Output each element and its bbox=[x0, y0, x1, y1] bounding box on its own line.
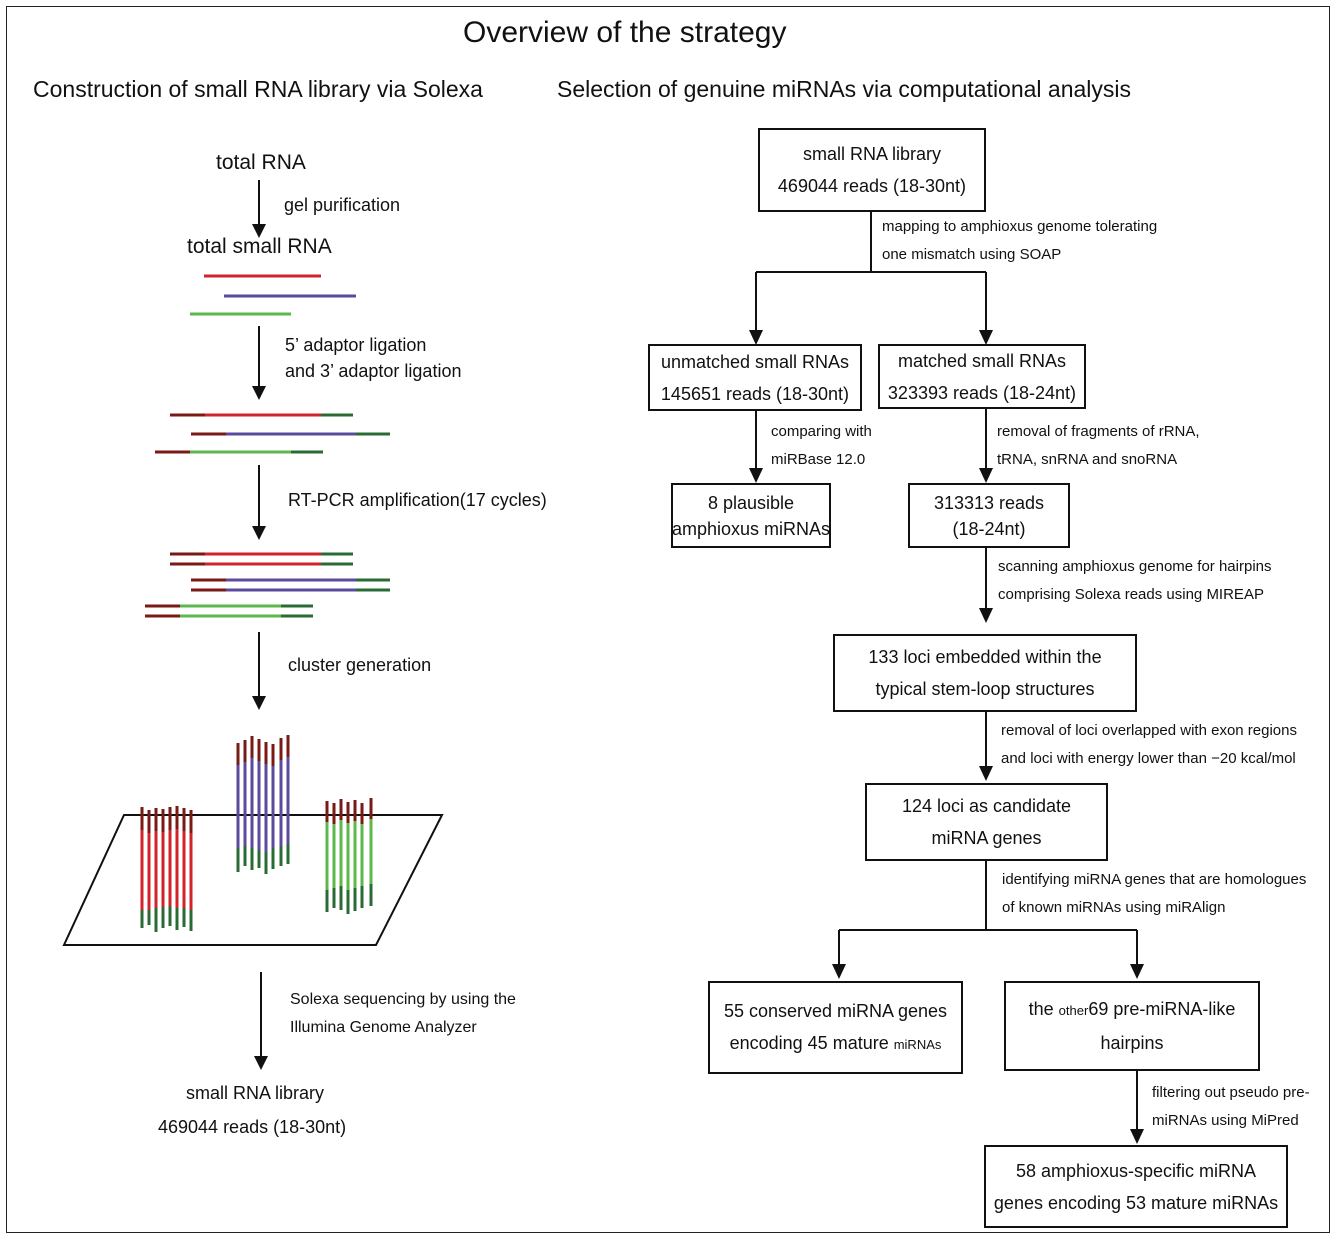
box-133-line1: 133 loci embedded within the bbox=[868, 647, 1102, 667]
box-unmatched-line1: unmatched small RNAs bbox=[660, 351, 850, 372]
total-rna-label: total RNA bbox=[216, 151, 306, 174]
figure-title: Overview of the strategy bbox=[463, 16, 787, 49]
blue-cluster bbox=[236, 735, 290, 874]
note-scanning: scanning amphioxus genome for hairpins c… bbox=[998, 553, 1272, 609]
box-plausible-line1: 8 plausible bbox=[707, 492, 795, 513]
note-mirbase-line2: miRBase 12.0 bbox=[771, 451, 866, 468]
box-matched-line2: 323393 reads (18-24nt) bbox=[887, 382, 1077, 403]
box-library-line1: small RNA library bbox=[802, 144, 942, 164]
note-removal-line1: removal of fragments of rRNA, bbox=[997, 423, 1200, 440]
box-313313-line2: (18-24nt) bbox=[952, 518, 1026, 539]
box-69-line1-a: the bbox=[1028, 999, 1059, 1019]
note-scanning-line1: scanning amphioxus genome for hairpins bbox=[998, 558, 1272, 575]
note-homologues-line2: of known miRNAs using miRAlign bbox=[1002, 899, 1226, 916]
amplified-strands bbox=[145, 552, 390, 618]
note-exon-removal: removal of loci overlapped with exon reg… bbox=[1001, 717, 1297, 773]
box-69-hairpins: the other69 pre-miRNA-like hairpins bbox=[1004, 981, 1260, 1071]
note-filter-line1: filtering out pseudo pre- bbox=[1152, 1084, 1310, 1101]
box-69-line1-c: 69 pre-miRNA-like bbox=[1088, 999, 1236, 1019]
sequencing-step-line1: Solexa sequencing by using the bbox=[290, 991, 516, 1008]
note-homologues: identifying miRNA genes that are homolog… bbox=[1002, 866, 1306, 922]
note-removal-line2: tRNA, snRNA and snoRNA bbox=[997, 451, 1178, 468]
adaptor-ligation-step-line2: and 3’ adaptor ligation bbox=[285, 361, 462, 381]
box-unmatched-line2: 145651 reads (18-30nt) bbox=[660, 383, 850, 404]
small-rna-strands bbox=[190, 274, 356, 316]
cluster-generation-step: cluster generation bbox=[288, 655, 432, 675]
box-313313-line1: 313313 reads bbox=[933, 492, 1045, 513]
rtpcr-step: RT-PCR amplification(17 cycles) bbox=[288, 490, 547, 510]
box-133-line2: typical stem-loop structures bbox=[875, 679, 1095, 699]
note-filter-pseudo: filtering out pseudo pre- miRNAs using M… bbox=[1152, 1079, 1310, 1135]
box-55-conserved: 55 conserved miRNA genes encoding 45 mat… bbox=[708, 981, 963, 1074]
box-55-line2-a: encoding 45 mature bbox=[729, 1032, 894, 1053]
left-panel-heading: Construction of small RNA library via So… bbox=[33, 76, 483, 102]
figure-frame bbox=[6, 6, 1330, 1233]
gel-purification-step: gel purification bbox=[284, 195, 401, 215]
flow-cell-plane bbox=[62, 814, 444, 946]
note-scanning-line2: comprising Solexa reads using MIREAP bbox=[998, 586, 1264, 603]
box-313313-reads: 313313 reads (18-24nt) bbox=[908, 483, 1070, 548]
note-mapping-line1: mapping to amphioxus genome tolerating bbox=[882, 218, 1158, 235]
box-55-line2-b: miRNAs bbox=[893, 1036, 942, 1052]
box-58-line1: 58 amphioxus-specific miRNA bbox=[1015, 1160, 1257, 1181]
box-58-line2: genes encoding 53 mature miRNAs bbox=[993, 1192, 1279, 1213]
box-124-line1: 124 loci as candidate bbox=[901, 796, 1072, 816]
note-homologues-line1: identifying miRNA genes that are homolog… bbox=[1002, 871, 1307, 888]
right-panel-heading: Selection of genuine miRNAs via computat… bbox=[557, 76, 1132, 102]
adaptor-ligation-step-line1: 5’ adaptor ligation bbox=[285, 335, 427, 355]
box-69-line1-b: other bbox=[1058, 1003, 1089, 1018]
box-plausible-mirnas: 8 plausible amphioxus miRNAs bbox=[671, 483, 831, 548]
red-cluster bbox=[140, 806, 193, 932]
note-mirbase: comparing with miRBase 12.0 bbox=[771, 418, 872, 474]
box-plausible-line2: amphioxus miRNAs bbox=[671, 518, 831, 539]
note-filter-line2: miRNAs using MiPred bbox=[1152, 1112, 1299, 1129]
box-library-line2: 469044 reads (18-30nt) bbox=[777, 176, 967, 196]
sequencing-step-line2: Illumina Genome Analyzer bbox=[290, 1019, 477, 1036]
result-library-label: small RNA library bbox=[186, 1083, 325, 1103]
box-matched-small-rnas: matched small RNAs 323393 reads (18-24nt… bbox=[878, 344, 1086, 409]
box-matched-line1: matched small RNAs bbox=[897, 350, 1067, 371]
note-exon-line2: and loci with energy lower than −20 kcal… bbox=[1001, 750, 1296, 767]
box-55-line2: encoding 45 mature miRNAs bbox=[730, 1027, 942, 1061]
box-small-rna-library: small RNA library 469044 reads (18-30nt) bbox=[758, 128, 986, 212]
note-exon-line1: removal of loci overlapped with exon reg… bbox=[1001, 722, 1297, 739]
note-mirbase-line1: comparing with bbox=[771, 423, 872, 440]
box-55-line1: 55 conserved miRNA genes bbox=[723, 1000, 948, 1021]
box-133-loci: 133 loci embedded within the typical ste… bbox=[833, 634, 1137, 712]
box-69-line2: hairpins bbox=[1100, 1033, 1164, 1053]
total-small-rna-label: total small RNA bbox=[187, 235, 332, 258]
ligated-strands bbox=[155, 413, 390, 454]
box-69-line1: the other69 pre-miRNA-like bbox=[1029, 993, 1236, 1027]
box-124-loci: 124 loci as candidate miRNA genes bbox=[865, 783, 1108, 861]
box-unmatched-small-rnas: unmatched small RNAs 145651 reads (18-30… bbox=[648, 344, 862, 411]
green-cluster bbox=[325, 798, 373, 914]
result-reads-label: 469044 reads (18-30nt) bbox=[158, 1117, 347, 1137]
note-mapping: mapping to amphioxus genome tolerating o… bbox=[882, 213, 1157, 269]
note-mapping-line2: one mismatch using SOAP bbox=[882, 246, 1062, 263]
note-removal-fragments: removal of fragments of rRNA, tRNA, snRN… bbox=[997, 418, 1200, 474]
box-124-line2: miRNA genes bbox=[931, 828, 1042, 848]
box-58-amphioxus-specific: 58 amphioxus-specific miRNA genes encodi… bbox=[984, 1145, 1288, 1228]
